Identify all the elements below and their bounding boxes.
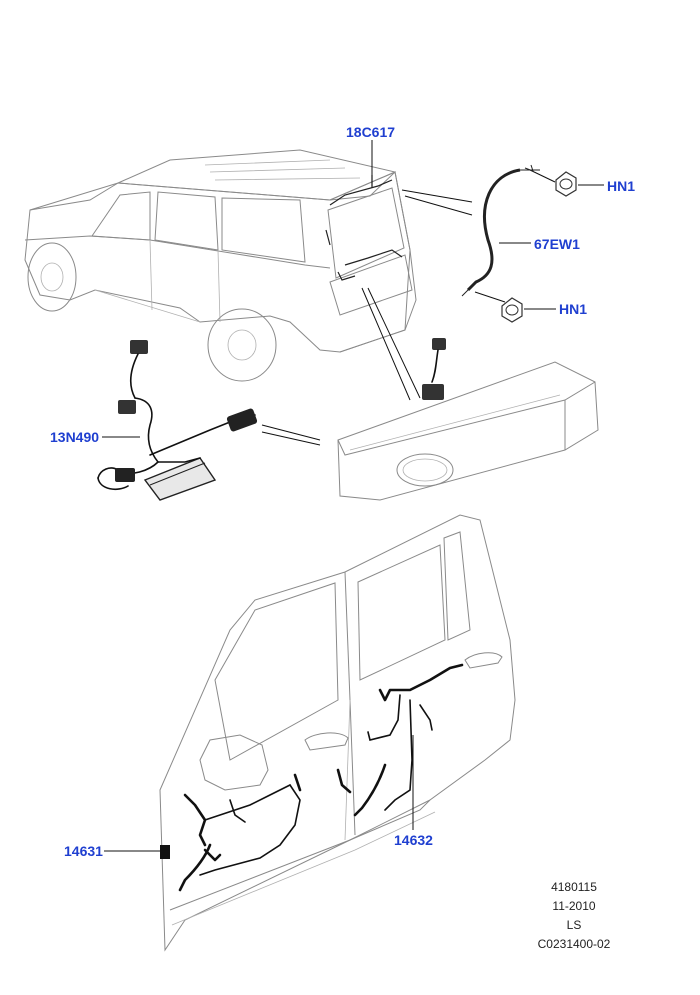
nut-hn1-top (555, 171, 604, 197)
footer-line-3: LS (566, 918, 582, 932)
drawing-reference: 4180115 11-2010 LS C0231400-02 (514, 878, 634, 954)
callout-18c617[interactable]: 18C617 (346, 124, 396, 140)
callout-14632[interactable]: 14632 (394, 832, 433, 848)
callout-13n490[interactable]: 13N490 (50, 429, 100, 445)
callout-hn1-top[interactable]: HN1 (607, 178, 636, 194)
nut-hn1-bottom (501, 297, 556, 323)
tailgate-trim (337, 338, 599, 501)
footer-line-1: 4180115 (551, 880, 597, 894)
cable-67ew1 (461, 164, 556, 303)
callout-67ew1[interactable]: 67EW1 (534, 236, 580, 252)
vehicle-illustration (24, 149, 417, 382)
callout-hn1-bottom[interactable]: HN1 (559, 301, 588, 317)
doors-illustration (159, 514, 516, 952)
harness-13n490 (97, 340, 321, 501)
footer-line-4: C0231400-02 (537, 937, 611, 951)
footer-line-2: 11-2010 (552, 899, 596, 913)
callout-14631[interactable]: 14631 (64, 843, 103, 859)
